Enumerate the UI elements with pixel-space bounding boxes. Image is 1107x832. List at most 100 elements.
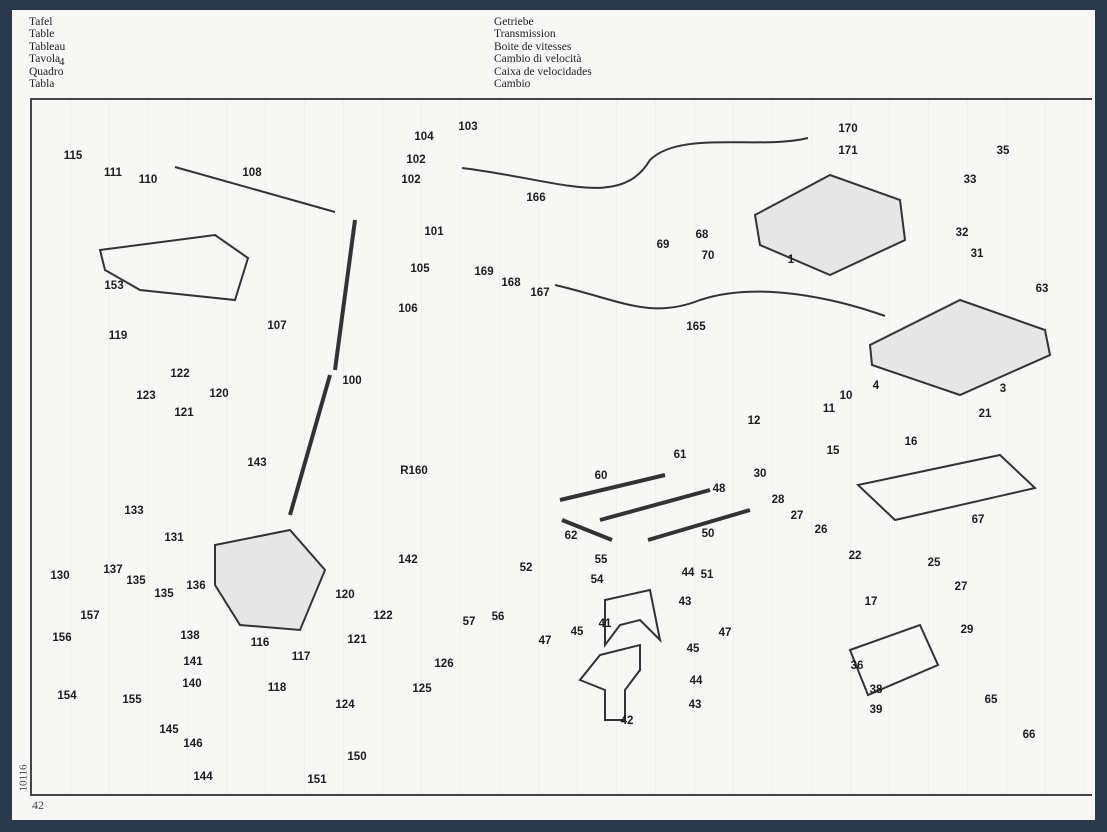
- part-callout: 111: [104, 167, 122, 179]
- part-callout: 106: [398, 303, 418, 315]
- table-title-pt: Quadro: [29, 65, 64, 78]
- section-title-pt: Caixa de velocidades: [494, 65, 592, 78]
- part-callout: 27: [954, 581, 968, 593]
- part-callout: 168: [501, 277, 521, 289]
- housing-116: [214, 528, 327, 632]
- part-callout: 121: [174, 407, 194, 419]
- part-callout: 38: [869, 684, 883, 696]
- part-callout: 117: [291, 651, 311, 663]
- page-number: 42: [32, 798, 44, 812]
- part-callout: 62: [564, 530, 578, 542]
- part-callout: 102: [401, 174, 421, 186]
- part-callout: 16: [904, 436, 918, 448]
- part-callout: 45: [570, 626, 584, 638]
- part-callout: 151: [307, 774, 327, 786]
- part-callout: 124: [335, 699, 355, 711]
- section-title-multilingual: Getriebe Transmission Boite de vitesses …: [494, 16, 592, 90]
- part-callout: 135: [126, 575, 146, 587]
- part-callout: 21: [978, 408, 992, 420]
- part-callout: 135: [154, 588, 174, 600]
- part-callout: 52: [519, 562, 533, 574]
- part-callout: 51: [700, 569, 714, 581]
- part-callout: 63: [1035, 283, 1049, 295]
- part-callout: 67: [971, 514, 985, 526]
- part-callout: 108: [242, 167, 262, 179]
- part-callout: 156: [52, 632, 72, 644]
- part-callout: 133: [124, 505, 144, 517]
- part-callout: 57: [462, 616, 476, 628]
- part-callout: 15: [826, 445, 840, 457]
- part-callout: 44: [681, 567, 695, 579]
- part-callout: 29: [960, 624, 974, 636]
- shift-rod-100-lower: [288, 374, 332, 516]
- part-callout: 169: [474, 266, 494, 278]
- part-callout: 47: [718, 627, 732, 639]
- part-callout: 130: [50, 570, 70, 582]
- table-number: 4: [59, 56, 65, 68]
- part-callout: 22: [848, 550, 862, 562]
- part-callout: 43: [688, 699, 702, 711]
- fork-42: [578, 643, 641, 721]
- rod-48: [599, 488, 711, 522]
- shift-rod-108: [174, 166, 336, 213]
- part-callout: 120: [335, 589, 355, 601]
- gearbox-cover-3: [868, 298, 1052, 397]
- part-callout: 11: [822, 403, 836, 415]
- diagram-frame: [30, 98, 1092, 796]
- part-callout: 120: [209, 388, 229, 400]
- part-callout: 119: [108, 330, 128, 342]
- part-callout: 66: [1022, 729, 1036, 741]
- table-title-fr: Tableau: [29, 40, 66, 53]
- part-callout: 69: [656, 239, 670, 251]
- part-callout: 35: [996, 145, 1010, 157]
- catalog-page: Tafel Table Tableau Tavola Quadro Tabla …: [12, 10, 1095, 820]
- part-callout: 68: [695, 229, 709, 241]
- section-title-de: Getriebe: [494, 16, 534, 28]
- part-callout: 131: [164, 532, 184, 544]
- part-callout: 61: [673, 449, 687, 461]
- part-callout: 103: [458, 121, 478, 133]
- fork-41: [604, 588, 662, 648]
- part-callout: 33: [963, 174, 977, 186]
- part-callout: 116: [250, 637, 270, 649]
- part-callout: 110: [138, 174, 158, 186]
- part-callout: 50: [701, 528, 715, 540]
- part-callout: 126: [434, 658, 454, 670]
- part-callout: 102: [406, 154, 426, 166]
- part-callout: 12: [747, 415, 761, 427]
- part-callout: 166: [526, 192, 546, 204]
- part-callout: 165: [686, 321, 706, 333]
- table-title-de: Tafel: [29, 16, 53, 28]
- gasket-67: [855, 453, 1038, 522]
- cable-165: [554, 284, 886, 317]
- part-callout: 155: [122, 694, 142, 706]
- part-callout: 60: [594, 470, 608, 482]
- part-callout: 26: [814, 524, 828, 536]
- part-callout: 70: [701, 250, 715, 262]
- plate-153: [98, 233, 250, 302]
- part-callout: 115: [63, 150, 83, 162]
- part-callout: 137: [103, 564, 123, 576]
- part-callout: 43: [678, 596, 692, 608]
- part-callout: 41: [598, 618, 612, 630]
- part-callout: 48: [712, 483, 726, 495]
- part-callout: 56: [491, 611, 505, 623]
- part-callout: 54: [590, 574, 604, 586]
- part-callout: 154: [57, 690, 77, 702]
- part-callout: 146: [183, 738, 203, 750]
- part-callout: 36: [850, 660, 864, 672]
- rod-50: [647, 508, 751, 542]
- part-callout: 55: [594, 554, 608, 566]
- part-callout: 17: [864, 596, 878, 608]
- part-callout: 45: [686, 643, 700, 655]
- part-callout: 4: [872, 380, 880, 392]
- table-title-en: Table: [29, 28, 55, 41]
- part-callout: 25: [927, 557, 941, 569]
- shift-rod-100: [333, 219, 357, 371]
- cable-166: [461, 137, 809, 189]
- part-callout: 142: [398, 554, 418, 566]
- part-callout: 138: [180, 630, 200, 642]
- part-callout: 125: [412, 683, 432, 695]
- section-title-fr: Boite de vitesses: [494, 40, 572, 53]
